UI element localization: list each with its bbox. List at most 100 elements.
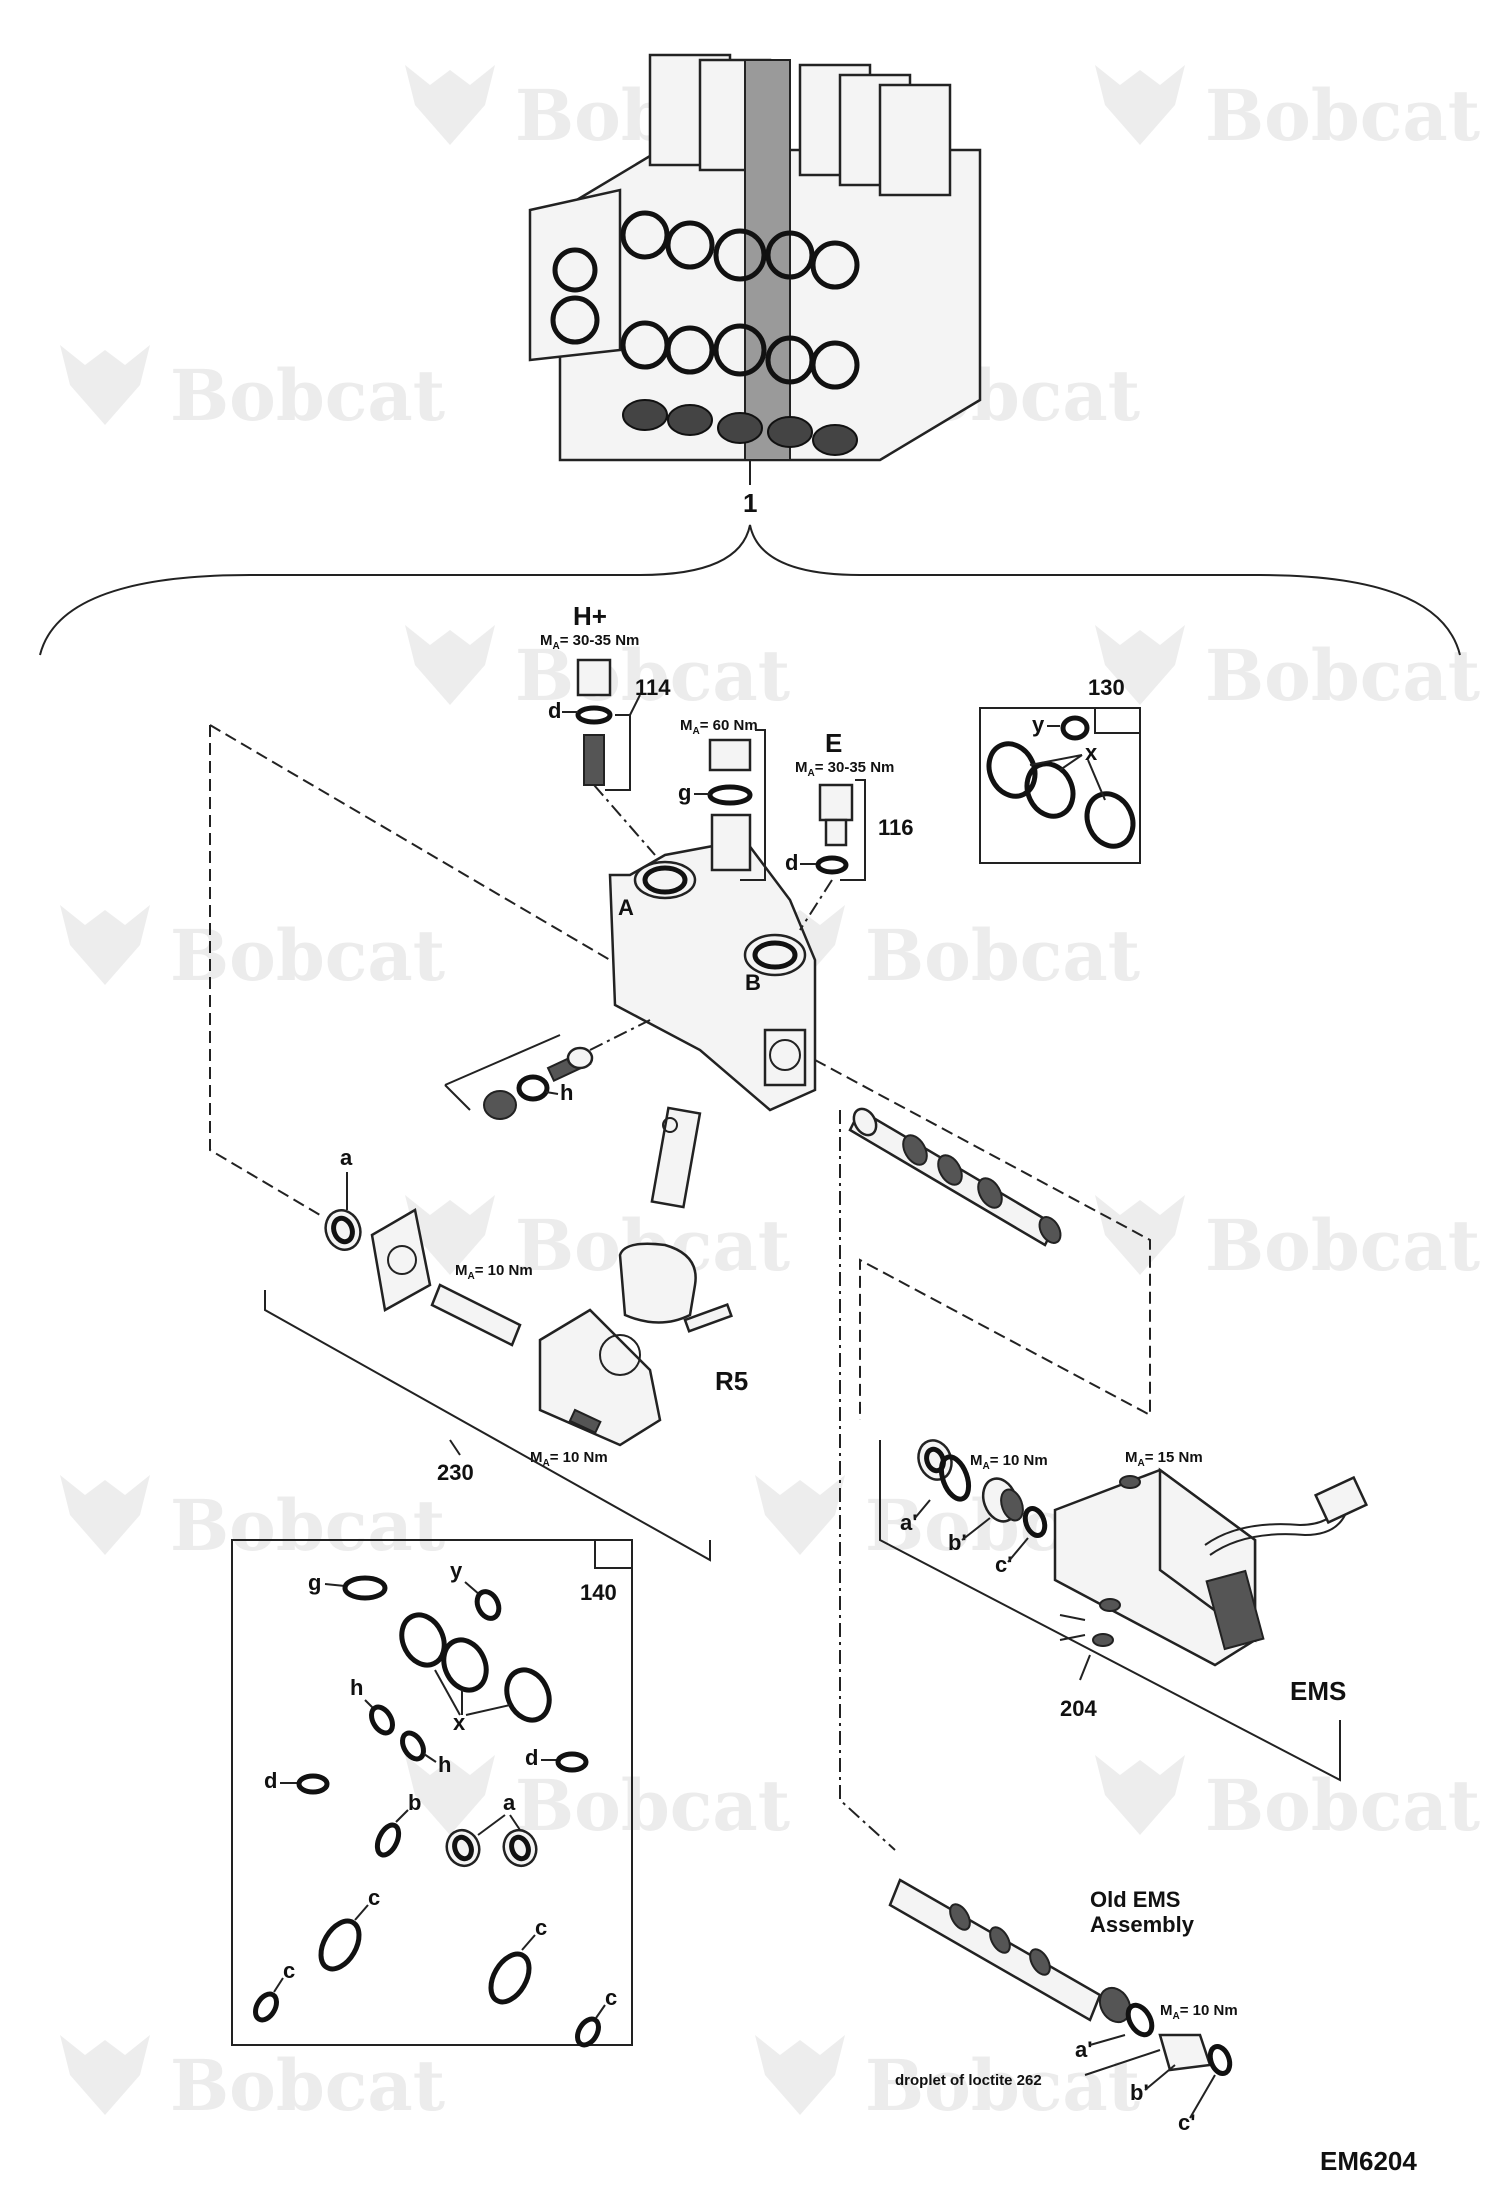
seal-d-label: d xyxy=(264,1768,277,1793)
callout-e: E xyxy=(825,728,842,758)
callout-114: 114 xyxy=(635,675,671,700)
callout-old-ems-line2: Assembly xyxy=(1090,1912,1195,1937)
seal-g-label: g xyxy=(678,780,691,805)
seal-y-label: y xyxy=(1032,712,1045,737)
torque-t1: MA= 30-35 Nm xyxy=(540,632,639,652)
svg-text:Bobcat: Bobcat xyxy=(515,1764,790,1847)
assembly-path xyxy=(593,784,656,856)
seal-d-label: d xyxy=(548,698,561,723)
dashed-guide xyxy=(209,724,611,961)
bracket-230 xyxy=(264,1290,711,1562)
seal-h-label: h xyxy=(560,1080,573,1105)
dashed-guide xyxy=(839,1110,896,1851)
watermark-logo: Bobcat xyxy=(60,2035,445,2127)
seal-c-label: c xyxy=(283,1958,295,1983)
bracket-114 xyxy=(605,714,631,791)
plug-assembly-h: h xyxy=(444,1019,651,1120)
torque-t6: MA= 10 Nm xyxy=(970,1452,1048,1472)
assembly-path xyxy=(799,879,833,931)
bracket xyxy=(444,1034,561,1111)
seal-c-label: c xyxy=(368,1885,380,1910)
callout-h-plus: H+ xyxy=(573,601,607,631)
watermark-logo: Bobcat xyxy=(60,1475,445,1567)
seal-kit-130: 130 y x xyxy=(979,675,1141,864)
torque-t4: MA= 10 Nm xyxy=(455,1262,533,1282)
seal-kit-140: 140 g y x h h d d b a xyxy=(231,1539,633,2048)
watermark-logo: Bobcat xyxy=(405,625,790,717)
watermark-logo: Bobcat xyxy=(1095,625,1480,717)
callout-204: 204 xyxy=(1060,1696,1097,1721)
seal-x-label: x xyxy=(1085,740,1098,765)
callout-ems: EMS xyxy=(1290,1676,1346,1706)
svg-text:Bobcat: Bobcat xyxy=(170,2044,445,2127)
ems-assembly-204: a' MA= 10 Nm b' c' MA= 15 Nm 204 EMS xyxy=(879,1439,1369,1782)
callout-1: 1 xyxy=(743,488,757,518)
watermark-logo: Bobcat xyxy=(405,1755,790,1847)
handle-r5: R5 xyxy=(618,1106,748,1396)
svg-text:Bobcat: Bobcat xyxy=(170,354,445,437)
loctite-note: droplet of loctite 262 xyxy=(895,2072,1042,2089)
seal-h-label: h xyxy=(438,1752,451,1777)
relief-valve-116: E MA= 30-35 Nm d 116 xyxy=(785,728,914,931)
svg-text:Bobcat: Bobcat xyxy=(1205,1204,1480,1287)
svg-text:Bobcat: Bobcat xyxy=(170,1484,445,1567)
callout-140: 140 xyxy=(580,1580,617,1605)
assembly-brace xyxy=(39,524,1461,656)
kit-140-box xyxy=(231,1539,633,2046)
seal-b-prime-label: b' xyxy=(948,1530,967,1555)
watermark-logo: Bobcat xyxy=(1095,1755,1480,1847)
watermark-logo: Bobcat xyxy=(60,905,445,997)
bracket-204 xyxy=(879,1440,1341,1782)
seal-b-label: b xyxy=(408,1790,421,1815)
callout-130: 130 xyxy=(1088,675,1125,700)
spool-assembly xyxy=(848,1107,1062,1247)
old-ems-assembly: Old EMS Assembly MA= 10 Nm a' droplet of… xyxy=(888,1878,1238,2135)
cap-assembly-230: a MA= 10 Nm MA= 10 Nm 230 xyxy=(264,1145,711,1562)
torque-t7: MA= 15 Nm xyxy=(1125,1449,1203,1469)
svg-text:Bobcat: Bobcat xyxy=(865,914,1140,997)
seal-b-prime-label: b' xyxy=(1130,2080,1149,2105)
watermark-logo: Bobcat xyxy=(60,345,445,437)
svg-text:Bobcat: Bobcat xyxy=(1205,74,1480,157)
torque-t2: MA= 60 Nm xyxy=(680,717,758,737)
watermark-logo: Bobcat xyxy=(1095,65,1480,157)
leader-line xyxy=(629,694,641,716)
relief-valve-114: H+ MA= 30-35 Nm d 114 xyxy=(540,601,671,856)
seal-c-prime-label: c' xyxy=(995,1552,1012,1577)
seal-d-label: d xyxy=(785,850,798,875)
svg-text:Bobcat: Bobcat xyxy=(865,2044,1140,2127)
valve-section-body: A B xyxy=(608,838,817,1112)
seal-c-label: c xyxy=(535,1915,547,1940)
svg-text:Bobcat: Bobcat xyxy=(515,634,790,717)
seal-a-label: a xyxy=(340,1145,353,1170)
callout-116: 116 xyxy=(878,815,914,840)
callout-230: 230 xyxy=(437,1460,474,1485)
seal-c-label: c xyxy=(605,1985,617,2010)
seal-a-prime-label: a' xyxy=(900,1510,917,1535)
seal-d-label: d xyxy=(525,1745,538,1770)
seal-g-label: g xyxy=(308,1570,321,1595)
torque-t3: MA= 30-35 Nm xyxy=(795,759,894,779)
port-a-label: A xyxy=(618,895,634,920)
svg-text:Bobcat: Bobcat xyxy=(170,914,445,997)
seal-y-label: y xyxy=(450,1558,463,1583)
watermark-logo: Bobcat xyxy=(755,2035,1140,2127)
assembly-path xyxy=(589,1019,651,1051)
dashed-guide xyxy=(209,725,321,1216)
seal-h-label: h xyxy=(350,1675,363,1700)
svg-text:Bobcat: Bobcat xyxy=(1205,1764,1480,1847)
dashed-guide xyxy=(814,1059,1151,1420)
main-valve-assembly xyxy=(528,53,982,462)
port-b-label: B xyxy=(745,970,761,995)
watermark-logo: Bobcat xyxy=(1095,1195,1480,1287)
seal-a-label: a xyxy=(503,1790,516,1815)
svg-text:Bobcat: Bobcat xyxy=(1205,634,1480,717)
callout-old-ems: Old EMS xyxy=(1090,1887,1180,1912)
kit-130-box xyxy=(979,707,1141,864)
bracket-116 xyxy=(840,779,866,881)
torque-t8: MA= 10 Nm xyxy=(1160,2002,1238,2022)
seal-a-prime-label: a' xyxy=(1075,2037,1092,2062)
bracket xyxy=(740,729,766,881)
seal-x-label: x xyxy=(453,1710,466,1735)
